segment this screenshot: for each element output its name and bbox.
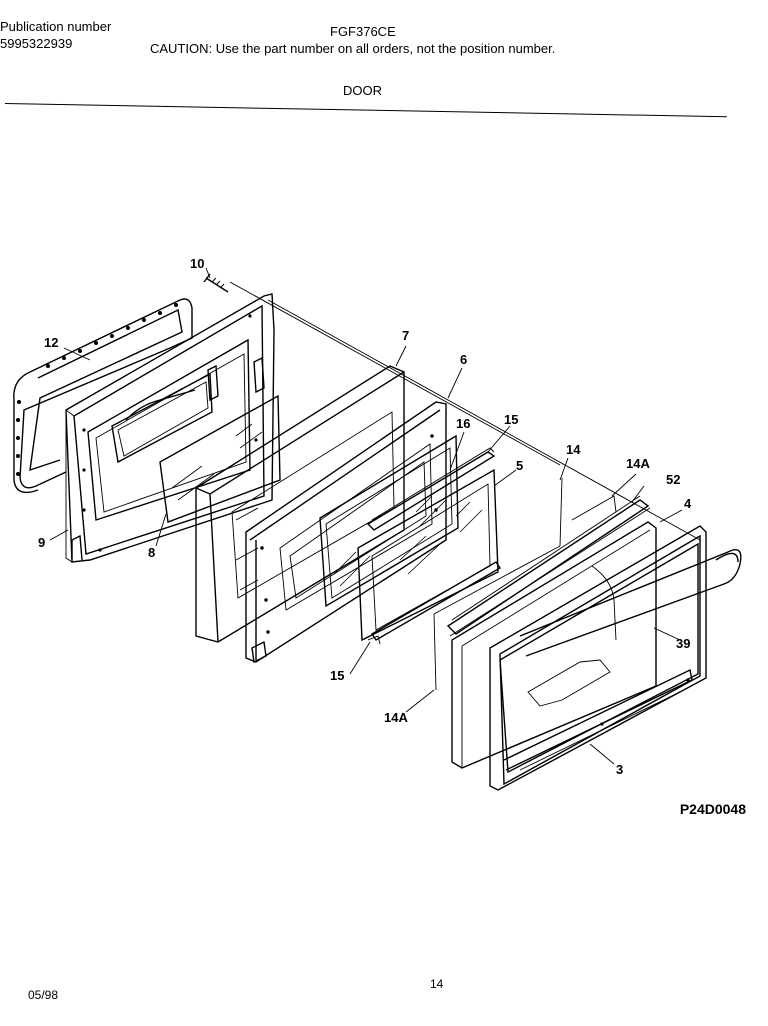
part-channel-strip (446, 495, 651, 637)
callout-15-top: 15 (504, 412, 518, 427)
part-window-glass (319, 434, 459, 608)
guide-lines (229, 281, 701, 541)
callout-14a-top: 14A (626, 456, 650, 471)
part-inner-door-liner (65, 293, 275, 563)
diagram-code: P24D0048 (679, 801, 746, 817)
callout-4: 4 (684, 496, 692, 511)
callout-7: 7 (402, 328, 409, 343)
callout-15-bottom: 15 (330, 668, 344, 683)
part-inner-glass (159, 394, 281, 523)
part-door-handle (519, 549, 742, 657)
callout-16: 16 (456, 416, 470, 431)
model-number: FGF376CE (330, 24, 396, 39)
part-outer-glass (357, 468, 499, 642)
part-insulation-sheet (433, 477, 617, 691)
part-door-frame (245, 401, 447, 664)
callout-39: 39 (676, 636, 690, 651)
part-insulation-panel (195, 365, 405, 643)
part-gasket (13, 298, 193, 494)
publication-label: Publication number (0, 19, 112, 34)
callout-10: 10 (190, 256, 204, 271)
callout-leaders (49, 267, 683, 765)
part-glass-retainer-bottom (367, 561, 501, 645)
page-number: 14 (430, 977, 444, 991)
callout-9: 9 (38, 535, 45, 550)
section-title: DOOR (343, 83, 382, 98)
caution-note: CAUTION: Use the part number on all orde… (150, 41, 556, 56)
callout-6: 6 (460, 352, 467, 367)
callout-52: 52 (666, 472, 680, 487)
callout-8: 8 (148, 545, 155, 560)
callout-12: 12 (44, 335, 58, 350)
callout-5: 5 (516, 458, 523, 473)
revision-date: 05/98 (28, 988, 59, 1002)
part-door-panel (451, 521, 657, 769)
publication-number: 5995322939 (0, 36, 73, 51)
part-outer-door-frame (489, 525, 707, 791)
callout-14a-bottom: 14A (384, 710, 408, 725)
part-glass-retainer-top (366, 447, 496, 531)
callouts: 10 12 9 8 7 6 16 15 5 14 14A 52 4 39 3 1… (38, 256, 692, 777)
callout-3: 3 (616, 762, 623, 777)
part-screw (203, 273, 229, 293)
callout-14: 14 (566, 442, 581, 457)
